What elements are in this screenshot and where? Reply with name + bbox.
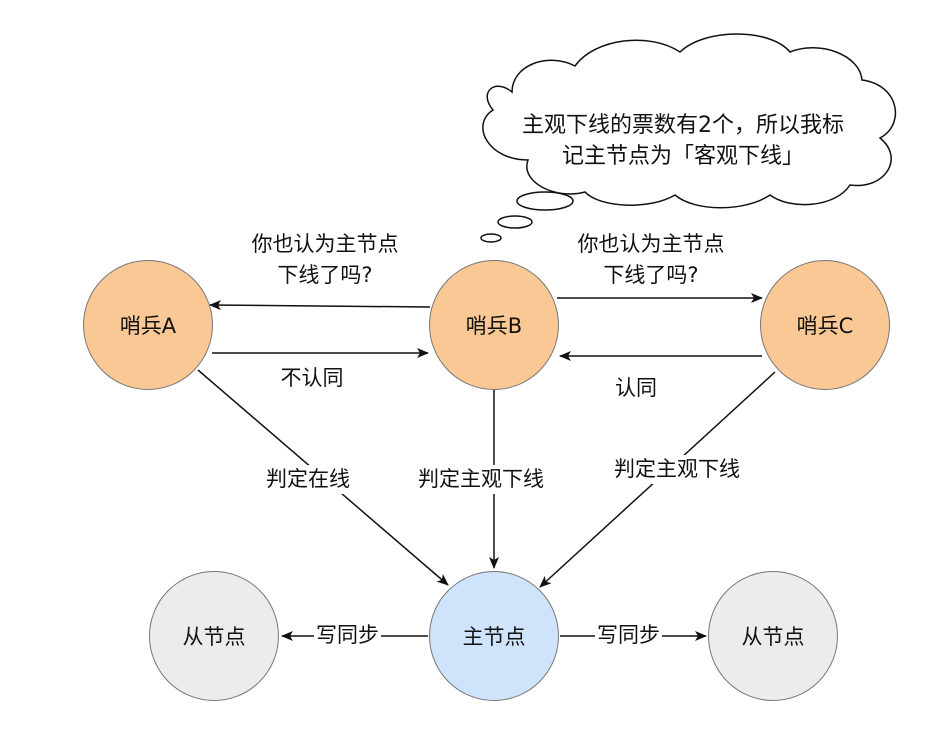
ask-c-label-line2: 下线了吗? bbox=[603, 263, 699, 287]
replica-node-right: 从节点 bbox=[708, 571, 838, 701]
thought-cloud bbox=[482, 33, 896, 209]
sync-left-label: 写同步 bbox=[314, 621, 381, 650]
a-to-master-label: 判定在线 bbox=[264, 465, 352, 494]
sync-right-label: 写同步 bbox=[595, 621, 662, 650]
thought-bubble-medium bbox=[497, 215, 533, 229]
reply-a-label: 不认同 bbox=[280, 366, 344, 390]
reply-c-label: 认同 bbox=[615, 376, 657, 400]
c-to-master-label: 判定主观下线 bbox=[612, 455, 742, 484]
thought-bubble-small bbox=[480, 233, 502, 243]
sentinel-c-node: 哨兵C bbox=[760, 260, 890, 390]
thought-bubble-large bbox=[516, 191, 574, 211]
ask-a-label-line1: 你也认为主节点 bbox=[251, 232, 399, 256]
b-to-master-label: 判定主观下线 bbox=[416, 465, 546, 494]
sentinel-b-node: 哨兵B bbox=[429, 260, 559, 390]
thought-text-line1: 主观下线的票数有2个，所以我标 bbox=[522, 113, 844, 138]
ask-c-label-line1: 你也认为主节点 bbox=[577, 232, 725, 256]
edge-b-to-a bbox=[209, 300, 431, 311]
master-node: 主节点 bbox=[429, 571, 559, 701]
thought-text-line2: 记主节点为「客观下线」 bbox=[561, 144, 804, 169]
replica-node-left: 从节点 bbox=[149, 571, 279, 701]
sentinel-a-node: 哨兵A bbox=[83, 260, 213, 390]
ask-a-label-line2: 下线了吗? bbox=[277, 263, 373, 287]
